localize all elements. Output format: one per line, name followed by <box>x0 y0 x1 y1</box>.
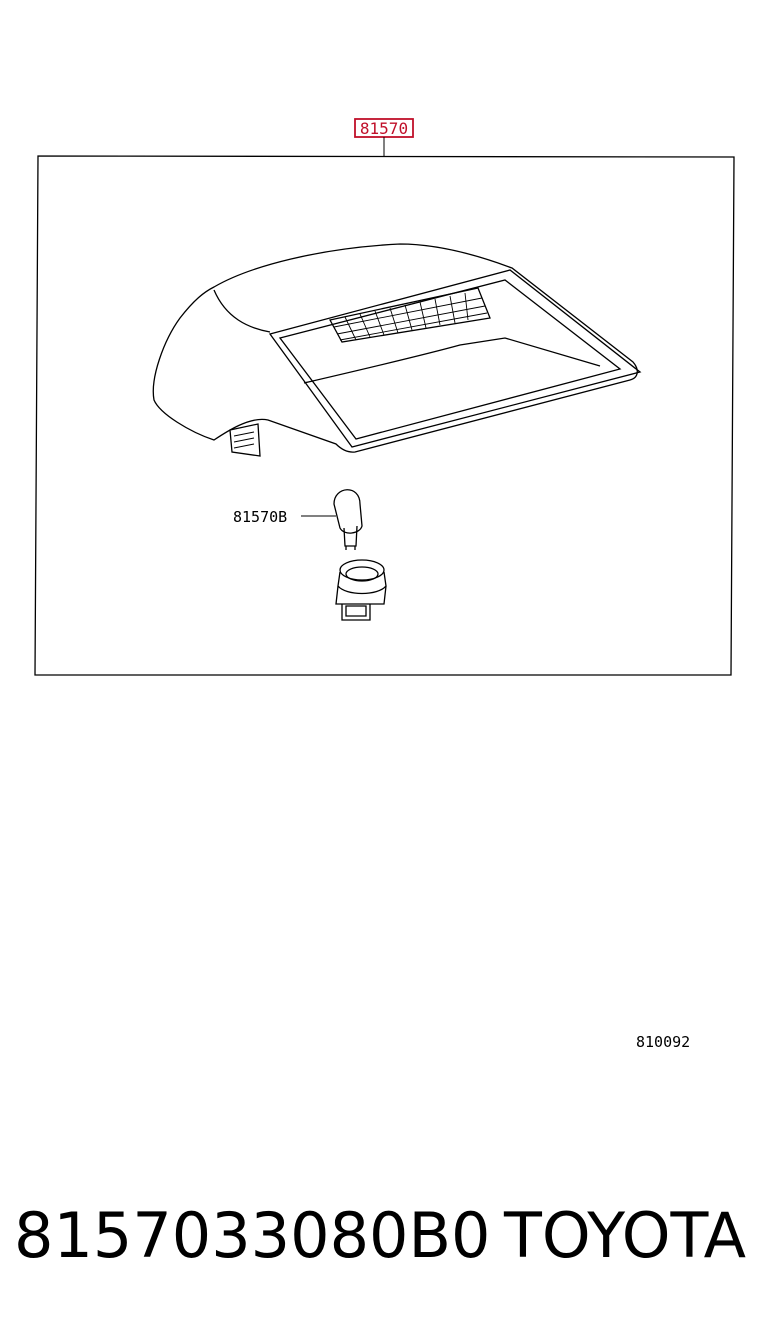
callout-label-bulb: 81570B <box>233 508 287 526</box>
brand-name: TOYOTA <box>503 1199 746 1272</box>
bulb <box>333 489 363 550</box>
part-footer: 8157033080B0 TOYOTA <box>14 1196 746 1276</box>
assembly-frame <box>34 155 735 676</box>
callout-81570[interactable]: 81570 <box>354 118 414 157</box>
high-mount-stop-lamp <box>152 243 642 457</box>
reference-code: 810092 <box>636 1033 690 1051</box>
bulb-socket <box>335 559 387 621</box>
callout-81570B[interactable]: 81570B <box>233 508 336 526</box>
callout-label-main: 81570 <box>360 119 408 138</box>
part-number: 8157033080B0 <box>14 1199 491 1272</box>
